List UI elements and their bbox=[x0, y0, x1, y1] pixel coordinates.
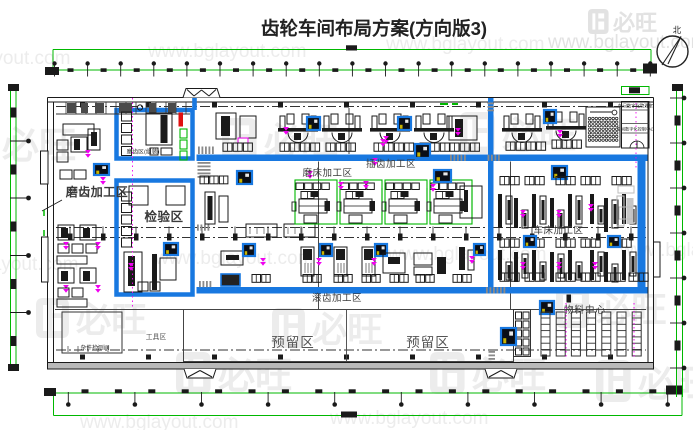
svg-text:必旺: 必旺 bbox=[2, 124, 76, 166]
svg-text:磨齿区(组装): 磨齿区(组装) bbox=[127, 148, 160, 156]
svg-text:www.bglayout.com: www.bglayout.com bbox=[147, 41, 306, 62]
svg-text:必旺: 必旺 bbox=[312, 311, 383, 350]
svg-text:北: 北 bbox=[673, 25, 682, 35]
svg-text:必旺: 必旺 bbox=[596, 291, 667, 330]
svg-text:检验区: 检验区 bbox=[144, 209, 183, 224]
svg-text:车间数字化管理室: 车间数字化管理室 bbox=[618, 103, 654, 110]
svg-text:必旺: 必旺 bbox=[218, 354, 292, 396]
svg-text:www.bglayout.com: www.bglayout.com bbox=[387, 244, 546, 265]
svg-text:齿轮车间布局方案(方向版3): 齿轮车间布局方案(方向版3) bbox=[261, 18, 487, 39]
svg-text:车床加工区: 车床加工区 bbox=[533, 225, 583, 237]
svg-text:必旺: 必旺 bbox=[76, 301, 147, 340]
svg-text:磨齿加工区: 磨齿加工区 bbox=[65, 184, 129, 199]
svg-text:预留区: 预留区 bbox=[271, 335, 315, 350]
svg-text:车间数字化控制中心: 车间数字化控制中心 bbox=[617, 126, 656, 133]
svg-text:www.bglayout.com: www.bglayout.com bbox=[329, 408, 488, 429]
svg-text:www.bglayout.com: www.bglayout.com bbox=[79, 412, 238, 430]
svg-text:滚齿加工区: 滚齿加工区 bbox=[312, 292, 362, 304]
svg-text:工具区: 工具区 bbox=[146, 333, 167, 341]
svg-text:物料中心: 物料中心 bbox=[564, 304, 606, 316]
svg-text:预留区: 预留区 bbox=[406, 335, 450, 350]
svg-text:www.bglayout.com: www.bglayout.com bbox=[0, 48, 70, 69]
svg-text:插齿加工区: 插齿加工区 bbox=[366, 158, 416, 170]
svg-text:必旺: 必旺 bbox=[613, 10, 657, 35]
svg-text:杂件检测间: 杂件检测间 bbox=[81, 344, 110, 352]
svg-text:www.bglayout.com: www.bglayout.com bbox=[0, 254, 78, 275]
svg-text:磨床加工区: 磨床加工区 bbox=[302, 167, 352, 179]
svg-text:www.bglayout.com: www.bglayout.com bbox=[547, 32, 693, 53]
